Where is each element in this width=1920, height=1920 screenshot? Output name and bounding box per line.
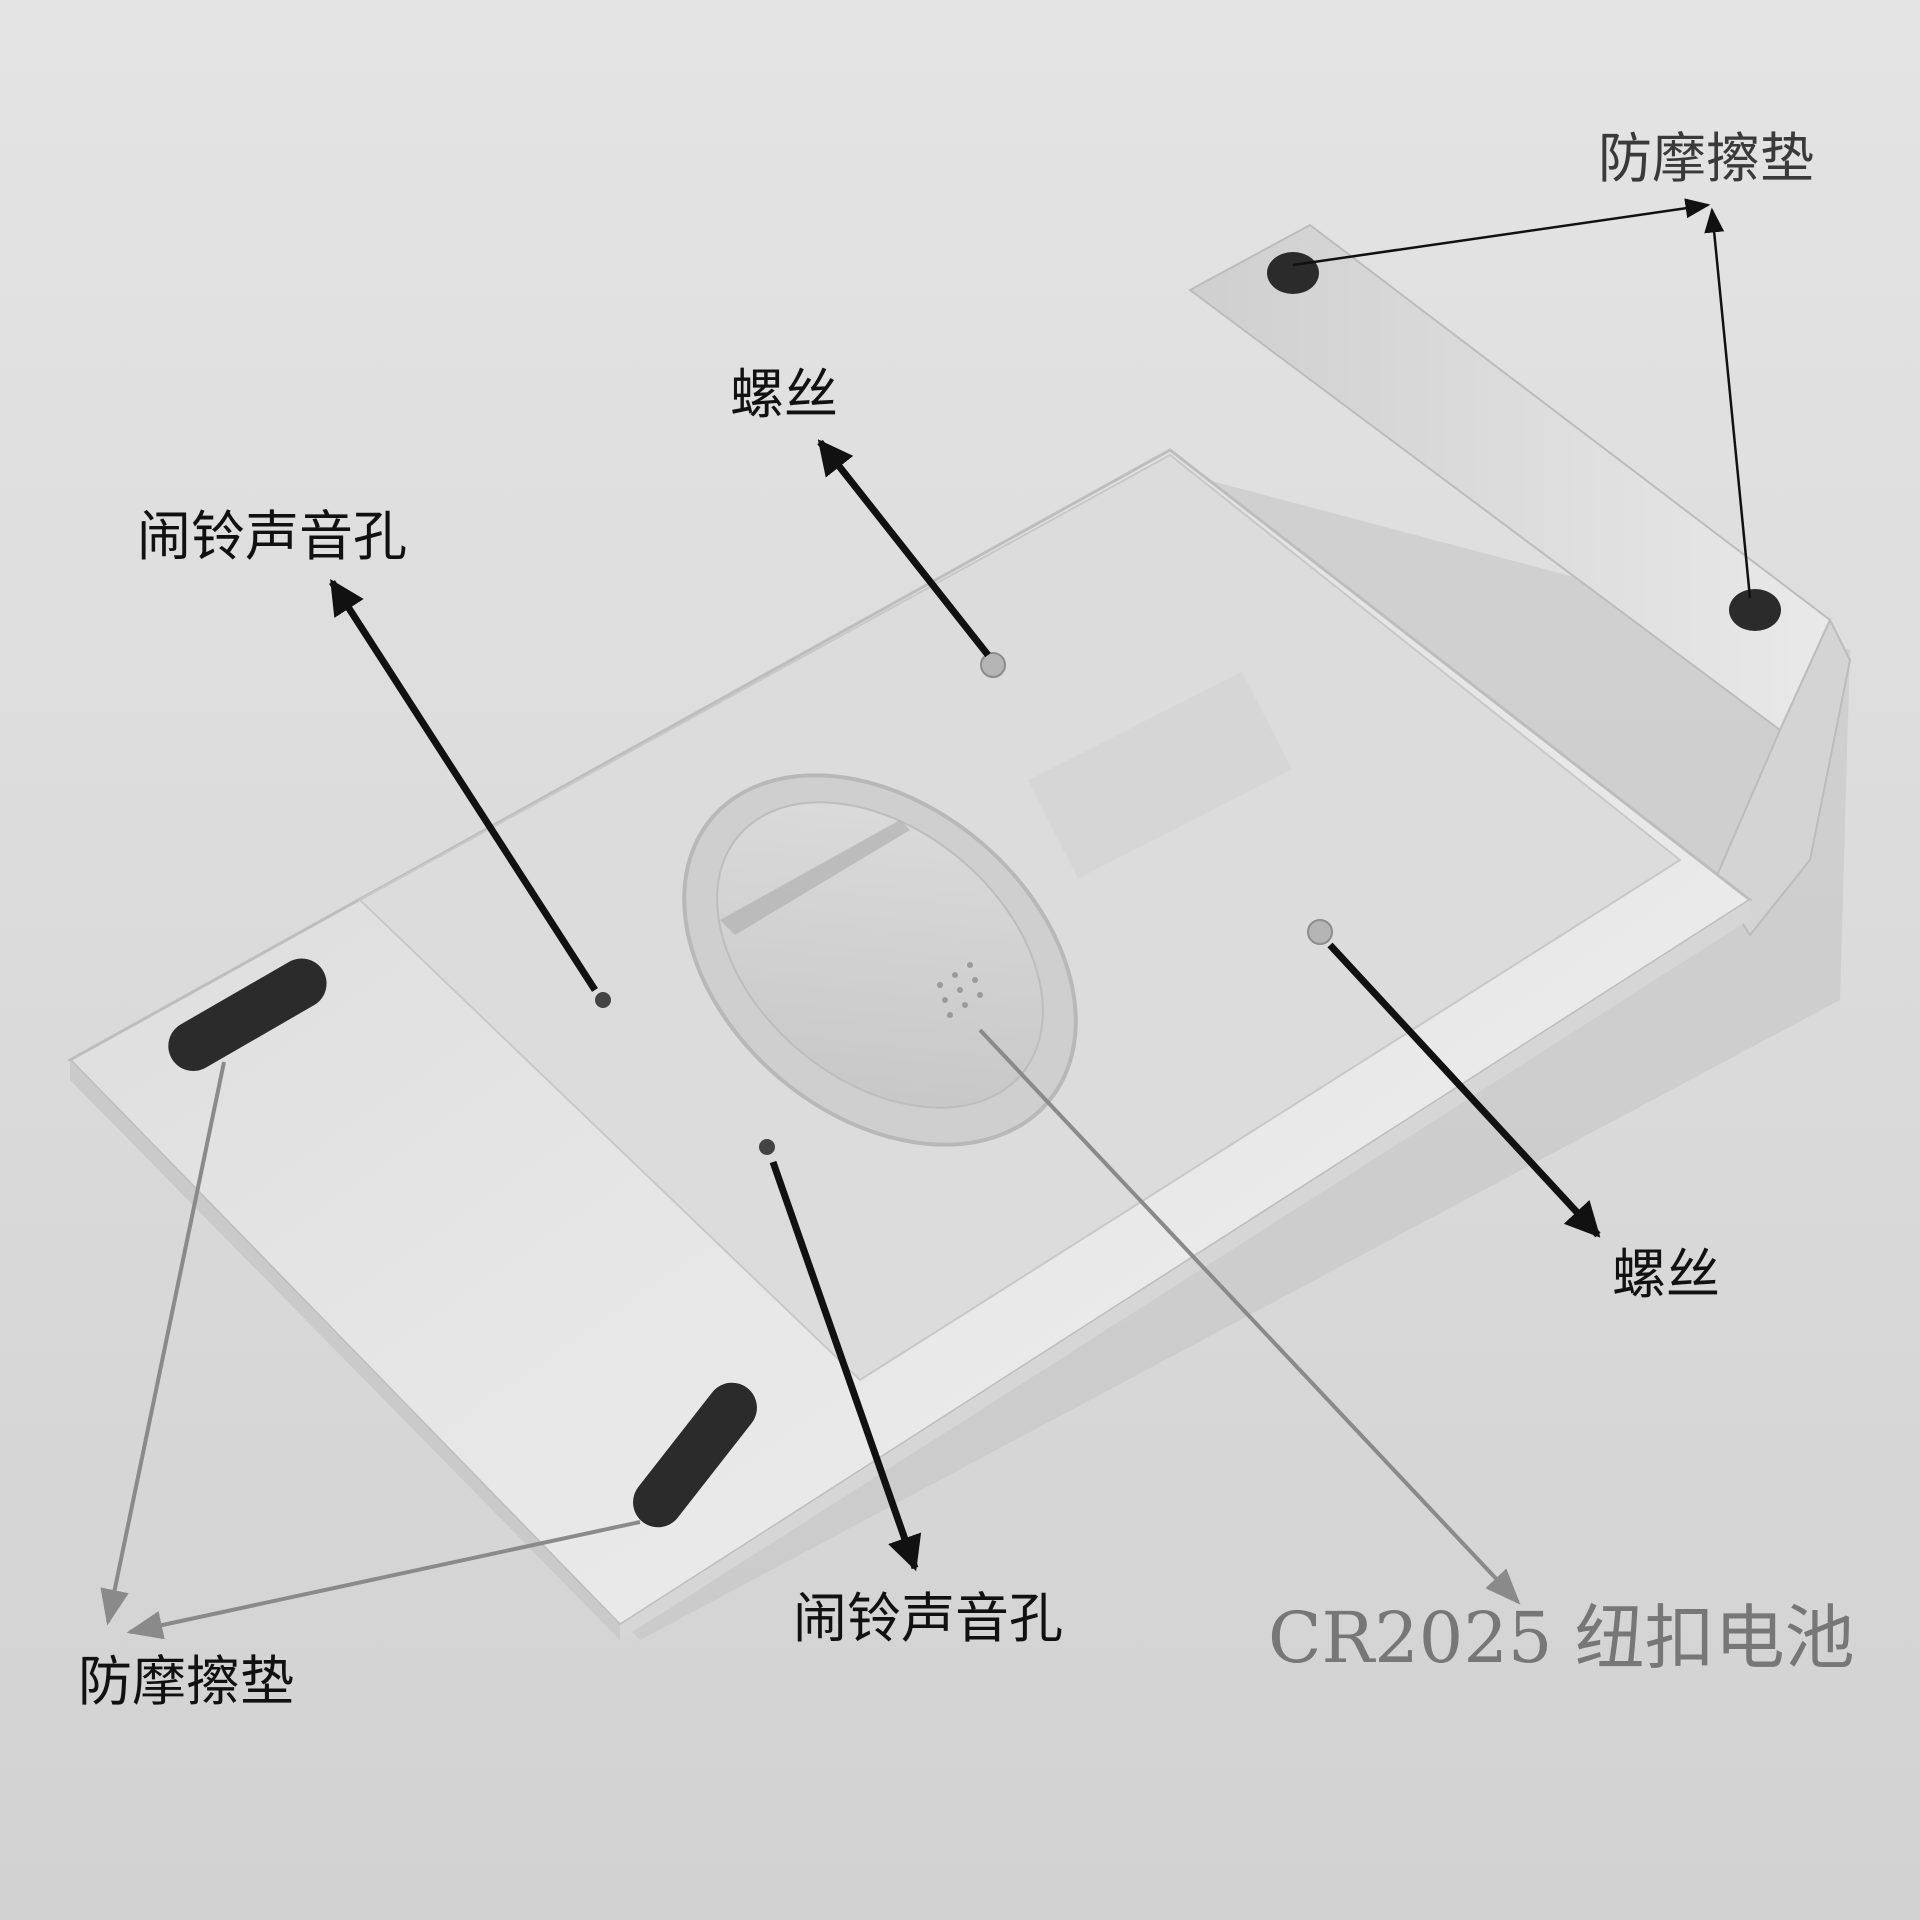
label-screw-right: 螺丝 <box>1612 1243 1720 1306</box>
anti-friction-pad-left <box>168 958 327 1071</box>
screw-top <box>980 652 1006 678</box>
label-alarm-hole-upper: 闹铃声音孔 <box>137 505 407 568</box>
arrow-alarm-hole-upper <box>329 579 598 992</box>
arrow-pad-rear-right <box>1704 207 1752 599</box>
anti-friction-pad-rear-left <box>1267 252 1319 294</box>
arrow-battery <box>978 1028 1521 1605</box>
anti-friction-pad-rear-right <box>1729 589 1781 631</box>
anti-friction-pad-bottom <box>633 1382 757 1528</box>
label-battery: CR2025 纽扣电池 <box>1268 1597 1855 1679</box>
arrow-pad-bottom <box>126 1520 641 1640</box>
label-plate <box>1028 671 1292 879</box>
arrow-pad-left <box>100 1061 226 1626</box>
arrow-alarm-hole-lower <box>769 1160 922 1572</box>
arrow-pad-rear-left <box>1292 198 1711 267</box>
plate-edge-right <box>620 900 1752 1640</box>
label-alarm-hole-lower: 闹铃声音孔 <box>793 1587 1063 1650</box>
label-screw-top: 螺丝 <box>730 363 838 426</box>
screw-right <box>1307 919 1333 945</box>
arrow-screw-right <box>1327 942 1601 1238</box>
arrow-screw-top <box>817 439 991 658</box>
plate-edge-left <box>70 1060 620 1640</box>
battery-cover <box>682 773 1078 1147</box>
alarm-hole-upper <box>595 992 611 1008</box>
label-anti-friction-pad-top-right: 防摩擦垫 <box>1598 127 1814 190</box>
label-anti-friction-pad-bottom-left: 防摩擦垫 <box>78 1650 294 1713</box>
alarm-hole-lower <box>759 1139 775 1155</box>
